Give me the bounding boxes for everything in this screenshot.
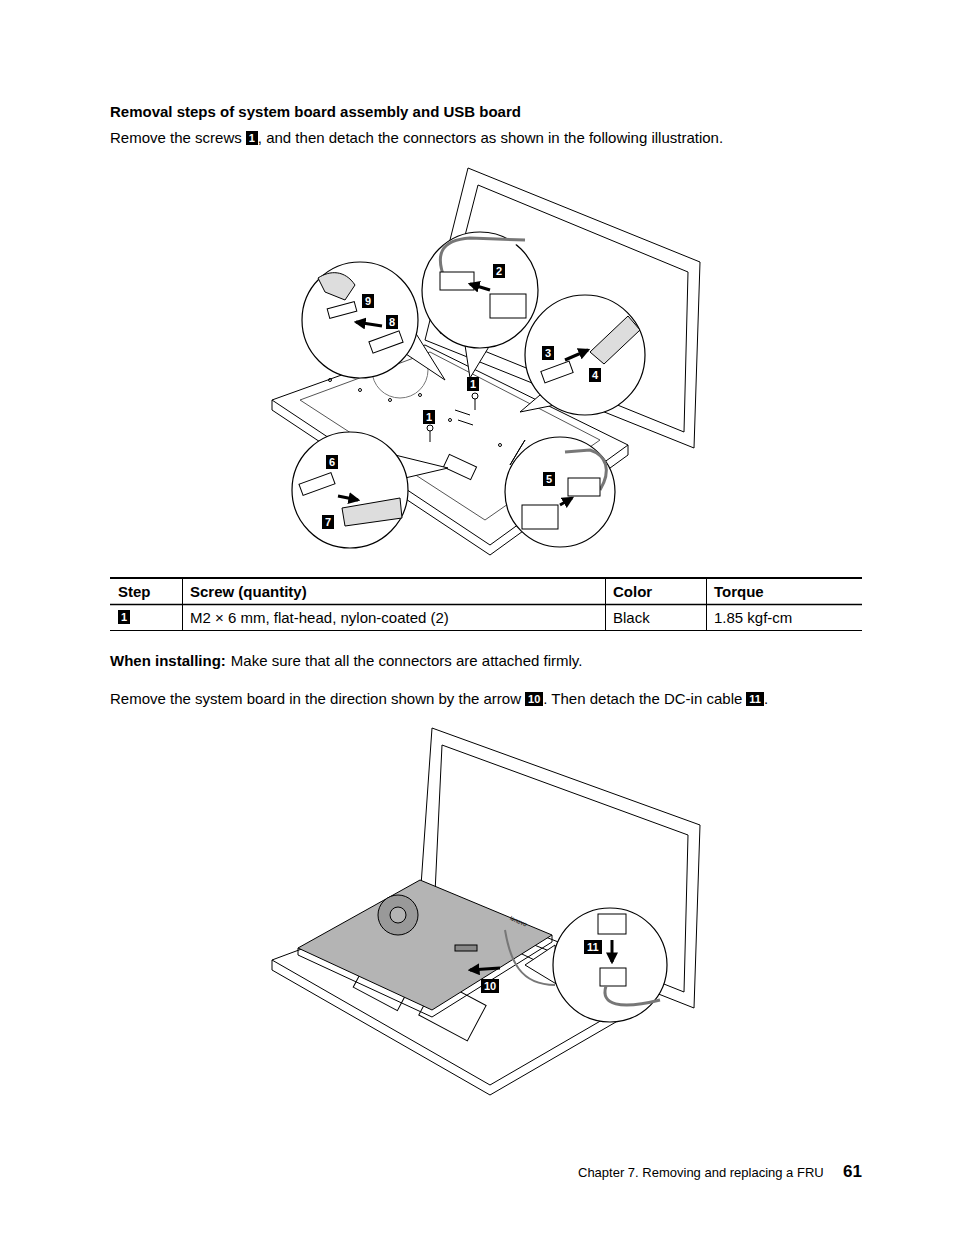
- callout-number: 7: [322, 515, 334, 529]
- table-header: Step: [118, 583, 151, 601]
- table-cell: 1.85 kgf-cm: [714, 609, 792, 627]
- page-number: 61: [843, 1162, 862, 1182]
- callout-number: 6: [326, 455, 338, 469]
- callout-number: 1: [423, 410, 435, 424]
- paragraph: Remove the screws 1, and then detach the …: [110, 129, 723, 147]
- paragraph: Remove the system board in the direction…: [110, 690, 768, 708]
- body-text: .: [764, 690, 768, 707]
- table-cell: M2 × 6 mm, flat-head, nylon-coated (2): [190, 609, 449, 627]
- callout-number: 2: [493, 264, 505, 278]
- callout-number: 9: [362, 294, 374, 308]
- body-text: , and then detach the connectors as show…: [258, 129, 723, 146]
- footer-text: Chapter 7. Removing and replacing a FRU: [578, 1165, 824, 1181]
- section-heading: Removal steps of system board assembly a…: [110, 103, 521, 121]
- table-cell: Black: [613, 609, 650, 627]
- callout-number: 1: [118, 610, 130, 624]
- callout-number: 5: [543, 472, 555, 486]
- callout-number: 4: [589, 368, 601, 382]
- paragraph: When installing: Make sure that all the c…: [110, 652, 582, 670]
- body-text: . Then detach the DC-in cable: [543, 690, 742, 707]
- table-header: Color: [613, 583, 652, 601]
- table-header: Torque: [714, 583, 764, 601]
- body-text: Remove the screws: [110, 129, 242, 146]
- callout-number: 1: [467, 377, 479, 391]
- callout-number: 10: [481, 979, 499, 993]
- callout-number: 3: [542, 346, 554, 360]
- callout-number: 1: [246, 131, 258, 145]
- callout-number: 11: [746, 692, 764, 706]
- body-text: Make sure that all the connectors are at…: [231, 652, 583, 669]
- note-label: When installing:: [110, 652, 226, 669]
- callout-number: 10: [525, 692, 543, 706]
- callout-number: 8: [386, 315, 398, 329]
- table-header: Screw (quantity): [190, 583, 307, 601]
- logo-text: lenovo: [508, 914, 528, 929]
- callout-number: 11: [584, 940, 602, 954]
- body-text: Remove the system board in the direction…: [110, 690, 521, 707]
